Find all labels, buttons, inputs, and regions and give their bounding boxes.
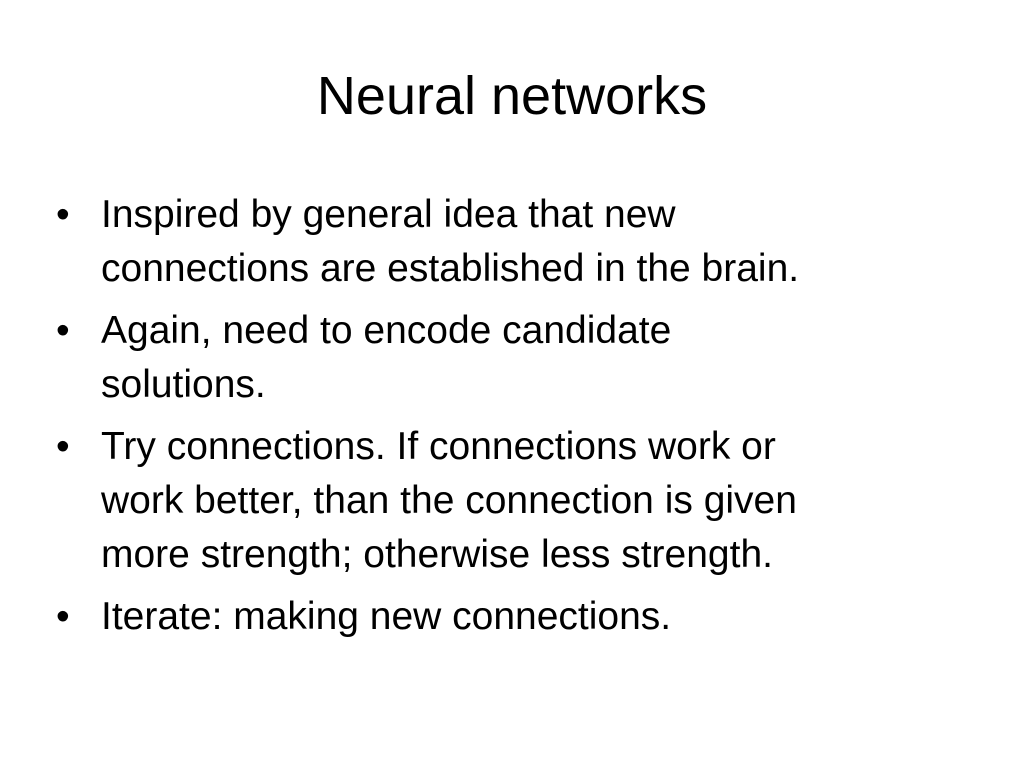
bullet-icon: • [56, 595, 70, 638]
bullet-item: • Inspired by general idea that new conn… [56, 188, 956, 296]
bullet-text-line: more strength; otherwise less strength. [101, 533, 773, 576]
bullet-text-line: Try connections. If connections work or [101, 425, 776, 468]
bullet-text-line: Iterate: making new connections. [101, 595, 672, 638]
bullet-text-line: work better, than the connection is give… [101, 479, 797, 522]
bullet-list: • Inspired by general idea that new conn… [56, 188, 956, 652]
slide-title: Neural networks [316, 66, 708, 126]
bullet-item: • Again, need to encode candidate soluti… [56, 304, 956, 412]
bullet-text-line: solutions. [101, 363, 266, 406]
bullet-text-line: connections are established in the brain… [101, 247, 800, 290]
bullet-text-line: Again, need to encode candidate [101, 309, 672, 352]
bullet-text-line: Inspired by general idea that new [101, 193, 676, 236]
bullet-icon: • [56, 425, 70, 468]
bullet-item: • Try connections. If connections work o… [56, 420, 956, 582]
bullet-icon: • [56, 309, 70, 352]
bullet-icon: • [56, 193, 70, 236]
bullet-item: • Iterate: making new connections. [56, 590, 956, 644]
